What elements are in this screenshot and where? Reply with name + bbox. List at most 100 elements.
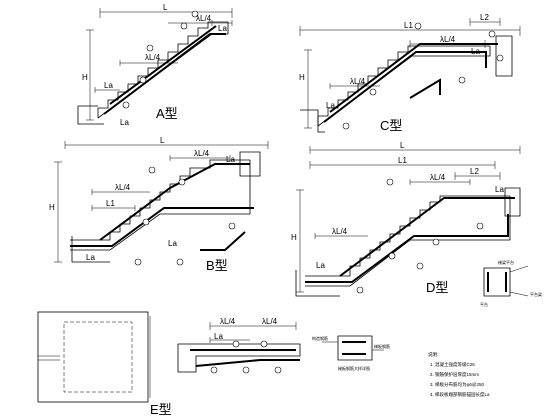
dim-line-la-a	[94, 87, 120, 93]
callout-bubble	[142, 218, 150, 226]
label-l1: L1	[398, 156, 407, 165]
stair-type-a: L λL/4 La λL/4 H La La A型	[77, 3, 233, 127]
dim-line-ln4-lower-b	[91, 189, 150, 195]
dim-line-h-d	[296, 189, 304, 293]
callout-bubble	[122, 101, 130, 109]
label-l: L	[400, 141, 405, 150]
label-la: La	[316, 261, 325, 270]
dim-line-l2-c	[469, 18, 501, 26]
label-l2: L2	[480, 13, 489, 22]
callout-bubble	[180, 22, 188, 30]
label-la: La	[104, 81, 113, 90]
dim-line-l-d	[309, 146, 521, 154]
slab-joint-leader	[322, 341, 384, 351]
label-la: La	[86, 253, 95, 262]
detail-rebar	[487, 272, 507, 292]
detail-note: 平台梁	[530, 291, 542, 297]
type-label-b: B型	[206, 258, 228, 273]
rebar-top-b	[99, 163, 250, 241]
landing-beam-d	[504, 187, 521, 217]
dim-line-h-c	[304, 49, 312, 129]
notes-title: 说明:	[428, 351, 438, 358]
landing-beam-c	[495, 35, 513, 77]
label-la: La	[120, 118, 129, 127]
notes-line-1: 1. 混凝土强度等级C25	[430, 361, 475, 368]
label-ln4: λL/4	[194, 149, 210, 158]
dim-line-l-b	[64, 141, 269, 149]
label-ln4: λL/4	[145, 53, 161, 62]
plan-joint-e	[38, 355, 60, 361]
support-beam-a	[77, 105, 104, 125]
callout-bubble	[260, 340, 268, 348]
label-ln4: λL/4	[262, 317, 278, 326]
callout-bubble	[416, 262, 424, 270]
detail-caption: 平台	[480, 301, 488, 307]
dim-line-h-a	[86, 29, 94, 121]
rebar-bottom-d	[305, 214, 509, 283]
label-h: H	[291, 233, 297, 242]
callout-bubble	[134, 258, 142, 266]
dim-line-l2-d	[454, 172, 501, 180]
dim-line-l1-c	[299, 26, 521, 36]
plan-outline-e	[37, 311, 149, 403]
stair-type-c: L1 L2 λL/4 λL/4 H La La C型	[299, 13, 521, 133]
landing-section: λL/4 λL/4 La	[177, 317, 301, 374]
callout-bubble	[432, 238, 440, 246]
label-l: L	[163, 3, 168, 12]
rebar-top-d	[339, 197, 515, 277]
support-beam-c	[300, 109, 325, 133]
dim-line-ln4-lower-d	[314, 233, 368, 239]
dim-line-l1-d	[309, 161, 496, 169]
label-h: H	[82, 73, 88, 82]
label-l: L	[160, 136, 165, 145]
label-ln4: λL/4	[332, 227, 348, 236]
dim-line-l1-b	[91, 205, 136, 211]
callout-bubble	[146, 44, 154, 52]
notes-line-2: 2. 钢筋保护层厚度15mm	[430, 371, 479, 378]
stair-type-e: E型	[37, 311, 172, 417]
callout-bubble	[386, 178, 394, 186]
type-label-c: C型	[380, 118, 402, 133]
label-la: La	[218, 24, 227, 33]
detail-section	[483, 267, 511, 297]
label-la: La	[495, 185, 504, 194]
rebar-top-c	[329, 43, 498, 113]
callout-bubble	[414, 22, 422, 30]
notes-line-4: 4. 梯段板端部钢筋锚固长度La	[430, 391, 490, 398]
slab-joint-detail: 构造钢筋 梯板钢筋 梯板钢筋大样详图	[312, 335, 390, 371]
support-beam-b	[71, 236, 110, 263]
notes-block: 说明: 1. 混凝土强度等级C25 2. 钢筋保护层厚度15mm 3. 梯板分布…	[428, 351, 490, 398]
type-label-a: A型	[156, 106, 178, 121]
dim-line-h-b	[54, 161, 62, 263]
label-la: La	[326, 101, 335, 110]
stair-type-b: L λL/4 λL/4 L1 H La La La B型	[49, 136, 269, 273]
dim-line-ln4-e	[209, 322, 297, 330]
callout-bubble	[458, 76, 466, 84]
beam-detail: 梯梁平台 平台梁 平台	[480, 259, 542, 307]
label-l1: L1	[106, 199, 115, 208]
plan-inner-e	[63, 321, 133, 393]
landing-slab	[177, 343, 301, 373]
label-h: H	[49, 203, 55, 212]
slab-joint-body	[337, 335, 373, 361]
label-ln4: λL/4	[430, 173, 446, 182]
support-beam-d	[295, 270, 340, 297]
slab-joint-note: 梯板钢筋	[374, 343, 390, 349]
rebar-bottom-b	[70, 207, 254, 247]
callout-bubble	[476, 222, 484, 230]
label-h: H	[299, 73, 305, 82]
callout-bubble	[496, 54, 504, 62]
label-ln4: λL/4	[440, 35, 456, 44]
rebar-bottom-c	[323, 51, 487, 123]
landing-rebar	[190, 349, 300, 367]
label-ln4: λL/4	[115, 183, 131, 192]
rebar-top-a	[109, 25, 217, 105]
type-label-e: E型	[150, 402, 172, 417]
stair-steps-b	[70, 159, 250, 241]
detail-leader	[509, 265, 529, 297]
dim-line-ln4-a	[168, 20, 233, 26]
label-la: La	[214, 332, 223, 341]
callout-bubble	[488, 30, 496, 38]
callout-bubble	[342, 122, 350, 130]
